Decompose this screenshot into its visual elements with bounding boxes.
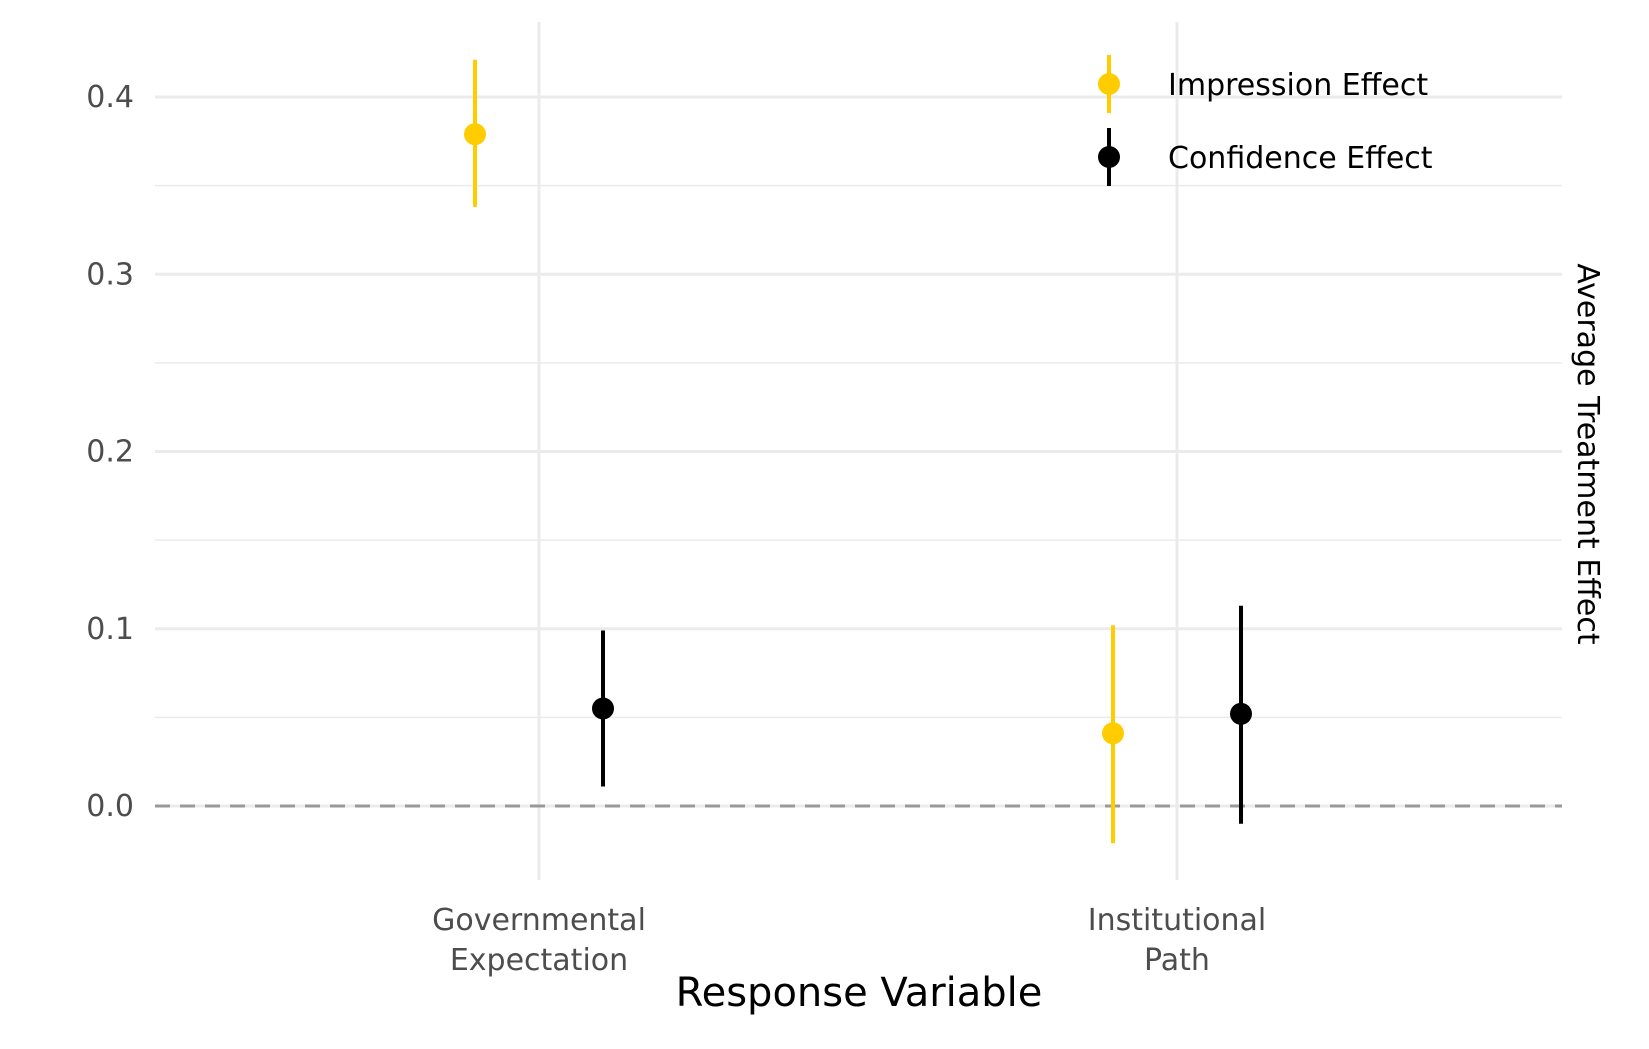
impression-effect-legend-key-point (1098, 73, 1120, 95)
y-axis-ticks: 0.0 0.1 0.2 0.3 0.4 (86, 80, 134, 824)
x-tick-label: Path (1144, 943, 1210, 978)
x-tick-label: Expectation (450, 943, 628, 978)
x-tick-label: Governmental (432, 903, 646, 938)
confidence-effect-point (1230, 702, 1252, 725)
confidence-effect-point (592, 697, 614, 720)
confidence-effect-legend-key-point (1098, 146, 1120, 168)
y-tick-label: 0.0 (86, 789, 134, 824)
y-tick-label: 0.3 (86, 257, 134, 292)
y-tick-label: 0.2 (86, 435, 134, 470)
x-axis-title: Response Variable (676, 970, 1043, 1016)
impression-effect-point (1102, 722, 1124, 745)
x-tick-label: Institutional (1088, 903, 1267, 938)
y-tick-label: 0.4 (86, 80, 134, 115)
data-marks (464, 59, 1252, 844)
y-tick-label: 0.1 (86, 612, 134, 647)
impression-effect-legend-label: Impression Effect (1168, 68, 1428, 103)
confidence-effect-legend-label: Confidence Effect (1168, 141, 1433, 176)
y-axis-title: Average Treatment Effect (1570, 263, 1605, 644)
impression-effect-point (464, 123, 486, 146)
